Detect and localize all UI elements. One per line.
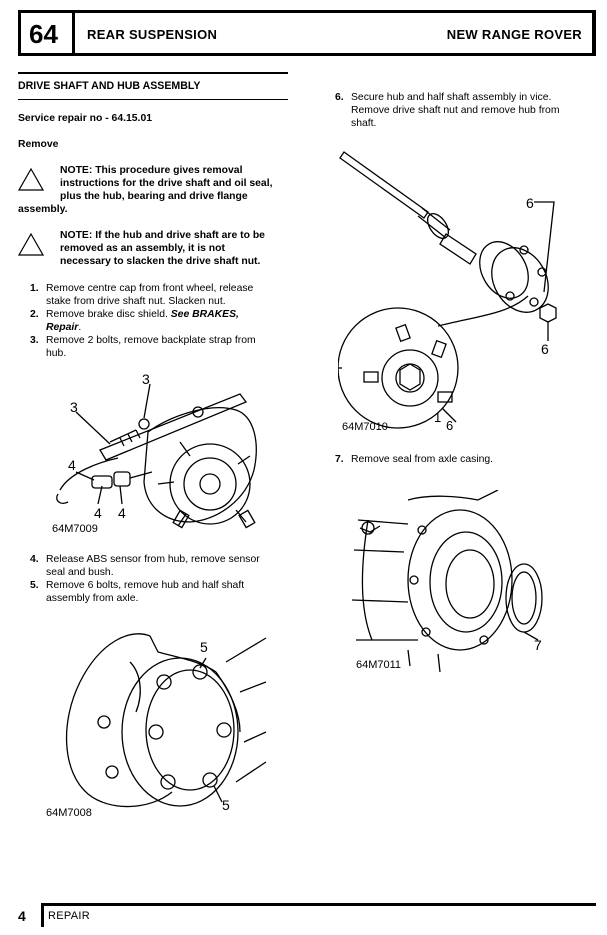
note-2: NOTE: If the hub and drive shaft are to …	[18, 229, 288, 268]
callout-6: 6	[526, 195, 534, 211]
figure-64M7008: 5 5 64M7008	[40, 622, 270, 822]
left-column: DRIVE SHAFT AND HUB ASSEMBLY Service rep…	[18, 72, 288, 360]
step-5: 5. Remove 6 bolts, remove hub and half s…	[30, 580, 245, 604]
steps-list-a: 1. Remove centre cap from front wheel, r…	[18, 282, 288, 360]
step-3: 3. Remove 2 bolts, remove backplate stra…	[30, 335, 256, 359]
step-2: 2. Remove brake disc shield. See BRAKES,…	[30, 309, 239, 333]
figure-id: 64M7008	[46, 807, 92, 819]
figure-64M7009: 3 3 4 4 4 64M7009	[40, 372, 280, 540]
left-column-lower: 4. Release ABS sensor from hub, remove s…	[18, 553, 288, 605]
figure-id: 64M7011	[356, 659, 401, 671]
callout-4: 4	[94, 505, 102, 521]
steps-list-b: 4. Release ABS sensor from hub, remove s…	[18, 553, 288, 605]
callout-3: 3	[142, 372, 150, 387]
figure-id: 64M7009	[52, 523, 98, 535]
step-7: 7. Remove seal from axle casing.	[335, 454, 494, 465]
header-divider	[72, 10, 75, 56]
callout-3: 3	[70, 399, 78, 415]
hub-backplate-illustration: 3 3 4 4 4 64M7009	[52, 372, 257, 535]
section-title: DRIVE SHAFT AND HUB ASSEMBLY	[18, 80, 201, 92]
step-6: 6. Secure hub and half shaft assembly in…	[335, 92, 560, 129]
vehicle-model: NEW RANGE ROVER	[446, 27, 582, 42]
page-number: 4	[18, 908, 26, 924]
callout-5: 5	[200, 639, 208, 655]
cross-reference[interactable]: Repair	[46, 322, 79, 333]
warning-triangle-icon	[18, 168, 44, 191]
warning-triangle-icon	[18, 233, 44, 256]
callout-4: 4	[68, 457, 76, 473]
step-4: 4. Release ABS sensor from hub, remove s…	[30, 554, 260, 578]
callout-1-over-6: 1	[434, 410, 441, 425]
figure-id: 64M7010	[342, 421, 388, 433]
axle-seal-illustration: 7 64M7011	[351, 490, 543, 673]
callout-7: 7	[534, 637, 542, 653]
page-footer: 4 REPAIR	[18, 903, 596, 929]
figure-64M7011: 7 64M7011	[348, 490, 564, 676]
note-1: NOTE: This procedure gives removal instr…	[18, 165, 273, 215]
service-repair-number: Service repair no - 64.15.01	[18, 113, 153, 124]
footer-bar	[41, 903, 596, 927]
page-header: 64 REAR SUSPENSION NEW RANGE ROVER	[18, 10, 596, 56]
half-shaft-hub-illustration: 6 6 1 6 64M7010	[338, 151, 557, 433]
callout-1-over-6: 6	[446, 418, 453, 433]
figure-64M7010: 6 6 1 6 64M7010	[338, 146, 570, 436]
section-rule-top	[18, 72, 288, 74]
section-rule-bottom	[18, 99, 288, 100]
chapter-number: 64	[29, 19, 58, 49]
footer-label: REPAIR	[48, 910, 90, 922]
callout-5: 5	[222, 797, 230, 813]
hub-bolts-illustration: 5 5 64M7008	[46, 633, 267, 819]
subheading-remove: Remove	[18, 139, 59, 150]
steps-list-c: 6. Secure hub and half shaft assembly in…	[323, 91, 595, 130]
right-column: 6. Secure hub and half shaft assembly in…	[323, 91, 595, 130]
right-column-lower: 7. Remove seal from axle casing.	[323, 453, 595, 466]
chapter-title: REAR SUSPENSION	[87, 27, 218, 42]
steps-list-d: 7. Remove seal from axle casing.	[323, 453, 595, 466]
step-1: 1. Remove centre cap from front wheel, r…	[30, 283, 254, 307]
callout-4: 4	[118, 505, 126, 521]
cross-reference[interactable]: See BRAKES,	[170, 309, 239, 320]
callout-6: 6	[541, 341, 549, 357]
